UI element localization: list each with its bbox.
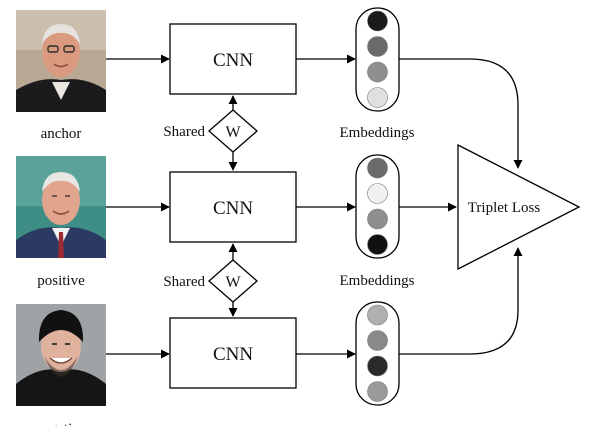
- cnn-label: CNN: [213, 50, 253, 71]
- arrow-anchor-to-loss: [399, 58, 523, 169]
- embedding-cell: [367, 381, 388, 402]
- cnn-box-anchor: CNN: [169, 23, 297, 95]
- embeddings-label: Embeddings: [340, 273, 415, 289]
- negative-photo: [16, 304, 106, 406]
- weight-label: W: [225, 274, 241, 291]
- triplet-loss-label: Triplet Loss: [468, 200, 541, 216]
- anchor-label: anchor: [41, 126, 82, 142]
- embedding-cell: [367, 208, 388, 230]
- cnn-label: CNN: [213, 198, 253, 219]
- weight-diamond: [208, 109, 258, 153]
- embedding-cell: [367, 304, 388, 326]
- embedding-vector-negative: [355, 301, 400, 406]
- embedding-cell: [367, 183, 388, 204]
- cnn-label: CNN: [213, 344, 253, 365]
- negative-label: negative: [36, 421, 87, 426]
- arrow-negative-to-loss: [399, 247, 523, 355]
- shared-weights-bottom: W Shared: [163, 243, 258, 317]
- embedding-vector-positive: [355, 154, 400, 259]
- embedding-cell: [367, 61, 388, 83]
- triplet-loss-node: Triplet Loss: [457, 143, 581, 271]
- shared-label: Shared: [163, 274, 205, 290]
- embedding-cell: [367, 330, 388, 351]
- positive-photo: [16, 156, 106, 258]
- shared-label: Shared: [163, 124, 205, 140]
- anchor-photo: [16, 10, 106, 112]
- embeddings-label: Embeddings: [340, 125, 415, 141]
- embedding-cell: [367, 157, 388, 179]
- embedding-cell: [367, 355, 388, 377]
- shared-weights-top: W Shared: [163, 95, 258, 171]
- weight-label: W: [225, 124, 241, 141]
- weight-diamond: [208, 259, 258, 303]
- positive-label: positive: [37, 273, 85, 289]
- embedding-cell: [367, 234, 388, 255]
- cnn-box-negative: CNN: [169, 317, 297, 389]
- cnn-box-positive: CNN: [169, 171, 297, 243]
- embedding-cell: [367, 36, 388, 57]
- embedding-cell: [367, 10, 388, 32]
- embedding-cell: [367, 87, 388, 108]
- embedding-vector-anchor: [355, 7, 400, 112]
